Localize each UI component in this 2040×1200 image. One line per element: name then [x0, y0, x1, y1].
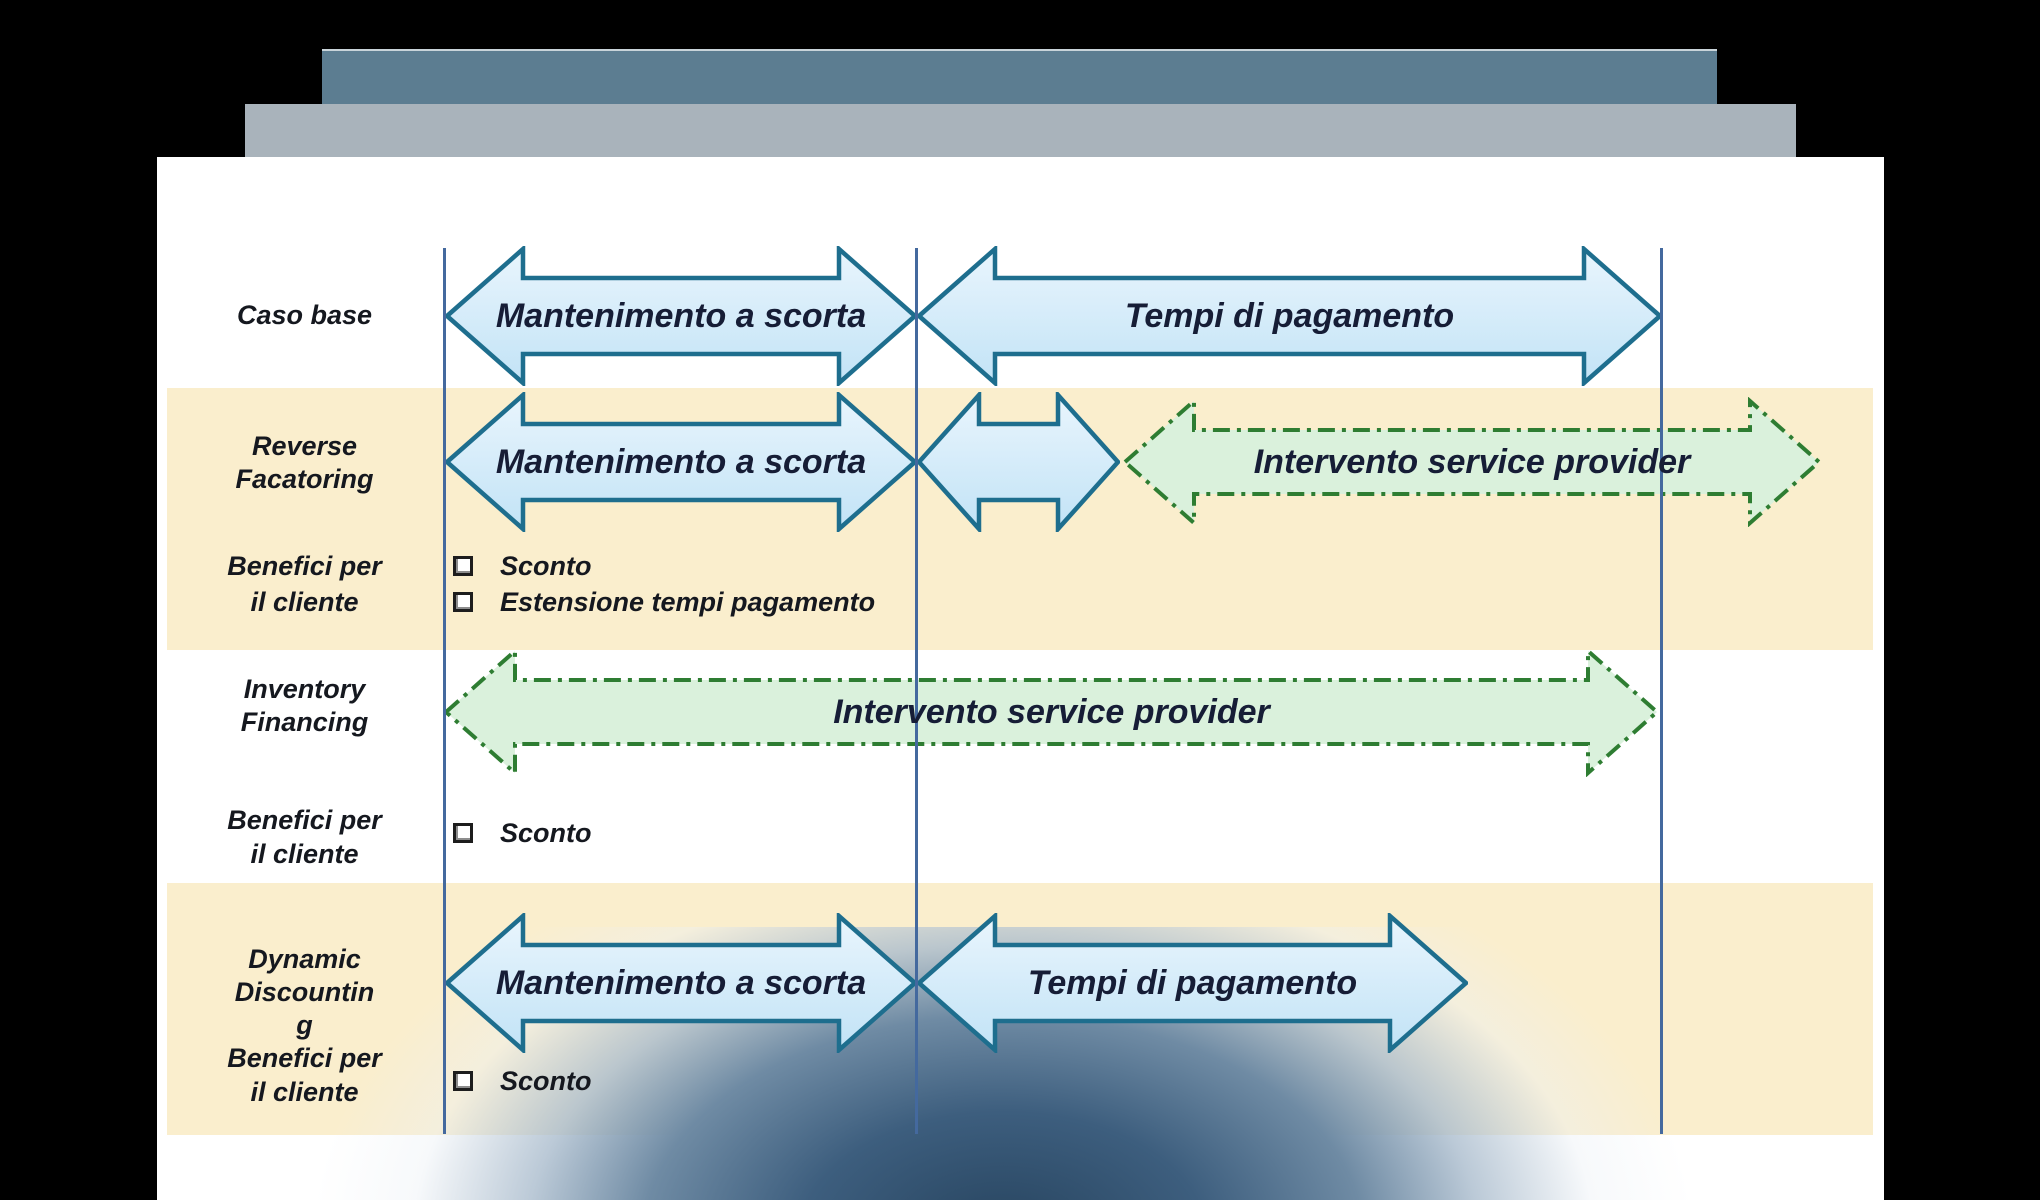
benefit-item: Sconto: [453, 1063, 592, 1099]
arrow-label: Mantenimento a scorta: [495, 963, 867, 1002]
checkbox-icon: [453, 592, 473, 612]
arrow-label: Intervento service provider: [833, 692, 1270, 731]
benefits-label-line: il cliente: [250, 1077, 359, 1107]
arrow-intervento-inventory: [443, 647, 1660, 777]
timeline-axis-1: [443, 248, 446, 1134]
row-label-line: Financing: [240, 707, 369, 737]
arrow-label: Mantenimento a scorta: [495, 296, 867, 335]
benefit-item: Sconto: [453, 815, 592, 851]
benefit-item: Sconto: [453, 548, 875, 584]
row-label-caso-base: Caso base: [197, 299, 412, 332]
timeline-axis-3: [1660, 248, 1663, 1134]
row-label-line: Facatoring: [235, 464, 374, 494]
row-label-line: Inventory: [243, 674, 366, 704]
benefits-label-line: il cliente: [250, 587, 359, 617]
arrow-connector-reverse: [917, 392, 1120, 532]
row-label-line: Discountin: [234, 977, 375, 1007]
benefits-label-line: Benefici per: [227, 1043, 382, 1073]
arrow-label: Tempi di pagamento: [1124, 296, 1455, 335]
benefits-label-inventory: Benefici per il cliente: [197, 803, 412, 871]
slide-canvas: Caso base Mantenimento a scorta Tempi di…: [157, 157, 1884, 1200]
row-label-dynamic-discounting: Dynamic Discountin g: [197, 943, 412, 1042]
checkbox-icon: [453, 823, 473, 843]
benefits-label-line: il cliente: [250, 839, 359, 869]
dashed-double-arrow-shape: [1122, 397, 1822, 527]
benefits-list-dynamic: Sconto: [453, 1063, 592, 1099]
arrow-label: Intervento service provider: [1253, 442, 1691, 481]
benefit-item: Estensione tempi pagamento: [453, 584, 875, 620]
top-accent-bar: [322, 49, 1717, 104]
arrow-label: Mantenimento a scorta: [495, 442, 867, 481]
timeline-axis-2: [915, 248, 918, 1134]
benefits-list-inventory: Sconto: [453, 815, 592, 851]
benefit-text: Estensione tempi pagamento: [500, 586, 876, 617]
benefit-text: Sconto: [500, 817, 592, 848]
arrow-label: Tempi di pagamento: [1027, 963, 1358, 1002]
benefits-list-reverse: Sconto Estensione tempi pagamento: [453, 548, 875, 620]
checkbox-icon: [453, 1071, 473, 1091]
benefit-text: Sconto: [500, 1065, 592, 1096]
row-label-line: Caso base: [236, 300, 373, 330]
dashed-double-arrow-shape: [443, 647, 1660, 777]
checkbox-icon: [453, 556, 473, 576]
row-label-line: Dynamic: [248, 944, 361, 974]
row-label-line: Reverse: [251, 431, 358, 461]
benefits-label-reverse: Benefici per il cliente: [197, 548, 412, 620]
benefits-label-line: Benefici per: [227, 805, 382, 835]
row-label-reverse-factoring: Reverse Facatoring: [197, 430, 412, 496]
row-label-inventory-financing: Inventory Financing: [197, 673, 412, 739]
row-label-line: g: [296, 1010, 313, 1040]
arrow-intervento-reverse: [1122, 397, 1822, 527]
benefit-text: Sconto: [500, 550, 592, 581]
double-arrow-shape: [917, 392, 1120, 532]
benefits-label-line: Benefici per: [227, 551, 382, 581]
header-sub-bar: [245, 104, 1796, 157]
benefits-label-dynamic: Benefici per il cliente: [197, 1041, 412, 1109]
